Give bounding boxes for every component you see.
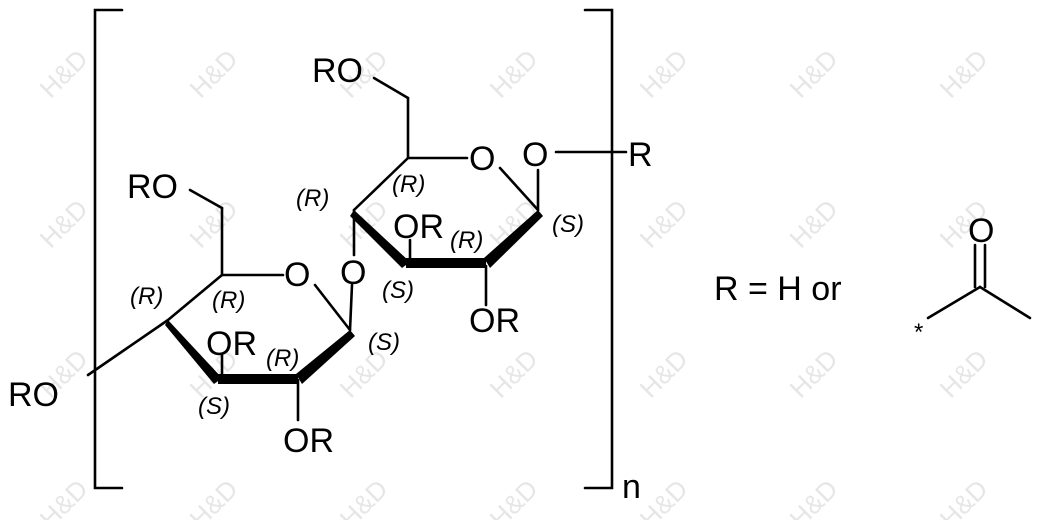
- watermark-text: H&D: [334, 474, 394, 520]
- label-ro-top: RO: [312, 52, 363, 90]
- watermark-text: H&D: [634, 44, 694, 104]
- stereo-label: (R): [392, 171, 425, 198]
- left-bracket: [93, 8, 124, 490]
- r-group-definition: R = H or O *: [714, 212, 1032, 346]
- wedge-bond: [350, 210, 410, 268]
- attachment-mark: *: [914, 319, 923, 346]
- label-or-4: OR: [283, 422, 334, 460]
- label-carbonyl-o: O: [968, 212, 994, 250]
- wedge-bond: [296, 330, 355, 384]
- bond: [166, 273, 224, 322]
- wedge-bond: [165, 320, 222, 384]
- label-ring-o-2: O: [284, 256, 310, 294]
- watermark-text: H&D: [484, 474, 544, 520]
- watermark-text: H&D: [784, 474, 844, 520]
- bond: [498, 166, 540, 212]
- stereo-label: (S): [198, 393, 230, 420]
- watermark-text: H&D: [484, 344, 544, 404]
- watermark-layer: H&D H&D H&D H&D H&D H&D H&D H&D H&D H&D H&D H&D H&D H…: [34, 44, 994, 520]
- bond: [348, 283, 354, 332]
- watermark-text: H&D: [184, 474, 244, 520]
- stereo-labels: (R) (R) (R) (S) (S) (R) (R) (R) (S) (S): [130, 171, 584, 420]
- label-ro-left: RO: [8, 376, 59, 414]
- watermark-text: H&D: [934, 474, 994, 520]
- wedge-bond: [406, 258, 486, 268]
- stereo-label: (R): [266, 345, 299, 372]
- label-or-1: OR: [393, 208, 444, 246]
- stereo-label: (R): [296, 185, 329, 212]
- bond: [372, 76, 410, 100]
- watermark-text: H&D: [934, 44, 994, 104]
- wedge-bond: [218, 374, 298, 384]
- label-link-o: O: [340, 254, 366, 292]
- label-or-2: OR: [469, 302, 520, 340]
- bond: [926, 285, 982, 320]
- bond: [188, 188, 224, 210]
- stereo-label: (R): [130, 283, 163, 310]
- bond: [86, 318, 170, 377]
- label-or-3: OR: [206, 325, 257, 363]
- watermark-text: H&D: [184, 44, 244, 104]
- label-ro-left-top: RO: [127, 168, 178, 206]
- stereo-label: (S): [552, 211, 584, 238]
- definition-text: R = H or: [714, 270, 842, 308]
- stereo-label: (S): [382, 277, 414, 304]
- label-repeat-n: n: [622, 468, 641, 506]
- watermark-text: H&D: [34, 474, 94, 520]
- label-glyco-o: O: [522, 136, 548, 174]
- label-ring-o-1: O: [469, 140, 495, 178]
- stereo-label: (R): [450, 227, 483, 254]
- watermark-text: H&D: [634, 194, 694, 254]
- watermark-text: H&D: [634, 474, 694, 520]
- watermark-text: H&D: [484, 44, 544, 104]
- right-bracket: [583, 8, 614, 490]
- bond: [978, 285, 1032, 320]
- watermark-text: H&D: [784, 344, 844, 404]
- watermark-text: H&D: [34, 194, 94, 254]
- stereo-label: (R): [212, 287, 245, 314]
- wedge-bond: [484, 210, 543, 268]
- stereo-label: (S): [368, 329, 400, 356]
- watermark-text: H&D: [784, 194, 844, 254]
- label-r-end: R: [628, 136, 653, 174]
- atom-labels: RO RO RO OR OR OR OR O O O O R n: [8, 52, 653, 506]
- watermark-text: H&D: [34, 44, 94, 104]
- watermark-text: H&D: [634, 344, 694, 404]
- bond: [313, 283, 352, 332]
- watermark-text: H&D: [784, 44, 844, 104]
- bond: [352, 156, 410, 212]
- ring-right: [350, 76, 628, 307]
- repeat-bracket: [93, 8, 614, 490]
- ring-left: [86, 188, 355, 422]
- watermark-text: H&D: [934, 344, 994, 404]
